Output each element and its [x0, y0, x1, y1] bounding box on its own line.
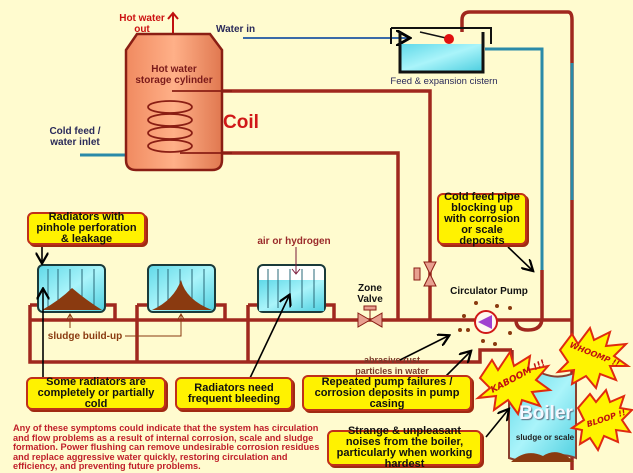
cistern-label: Feed & expansion cistern — [390, 76, 498, 87]
vent-pipe — [460, 10, 574, 63]
coil-flow-pipe — [180, 89, 432, 320]
ball-float-icon — [444, 34, 454, 44]
radiator-3 — [257, 247, 326, 313]
circulator-pump-label: Circulator Pump — [450, 286, 528, 297]
zone-valve-icon — [357, 305, 383, 328]
coil-icon — [147, 90, 232, 154]
cold-feed-u-bend — [514, 270, 544, 332]
feed-expansion-cistern — [390, 27, 492, 74]
sludge-pointers — [70, 315, 181, 337]
callout-pump-failures: Repeated pump failures / corrosion depos… — [302, 375, 472, 411]
cold-feed-label: Cold feed / water inlet — [49, 126, 101, 148]
coil-label: Coil — [223, 112, 259, 133]
abrasive-rust-label: abrasive rust particles in water — [355, 355, 429, 376]
hot-water-out-arrow-icon — [167, 11, 179, 34]
callout-bleeding: Radiators need frequent bleeding — [175, 377, 293, 410]
water-in-label: Water in — [216, 24, 256, 35]
circulator-pump-icon — [458, 301, 512, 346]
cistern-cold-feed — [485, 47, 544, 270]
zone-valve-label: Zone Valve — [357, 283, 383, 305]
sludge-pile — [152, 280, 212, 310]
kaboom-burst-icon — [474, 349, 553, 417]
whoomp-burst-icon — [555, 325, 632, 391]
storage-cylinder-label: Hot water storage cylinder — [135, 64, 213, 86]
cold-pipes — [80, 47, 574, 270]
boiler-label: Boiler — [519, 403, 573, 424]
main-return-pipe — [28, 320, 365, 364]
pointer-arrows — [42, 246, 532, 438]
coil-return-pipe — [180, 151, 400, 320]
sludge-or-scale-label: sludge or scale — [515, 433, 575, 442]
radiator-1 — [37, 264, 106, 313]
storage-cylinder — [124, 32, 224, 172]
callout-boiler-noises: Strange & unpleasant noises from the boi… — [327, 426, 482, 470]
callout-cold-feed-pipe: Cold feed pipe blocking up with corrosio… — [437, 191, 527, 246]
isolation-valve-icon — [413, 261, 437, 287]
air-hydrogen-label: air or hydrogen — [257, 236, 331, 247]
radiator-2 — [147, 264, 216, 313]
bloop-burst-icon — [569, 387, 633, 453]
callout-pinhole: Radiators with pinhole perforation & lea… — [27, 212, 146, 245]
sludge-build-up-label: sludge build-up — [47, 331, 123, 342]
hot-water-out-label: Hot water out — [119, 13, 165, 35]
sludge-pile — [42, 288, 102, 310]
callout-cold-radiators: Some radiators are completely or partial… — [26, 377, 166, 410]
explanation-note: Any of these symptoms could indicate tha… — [13, 423, 320, 472]
